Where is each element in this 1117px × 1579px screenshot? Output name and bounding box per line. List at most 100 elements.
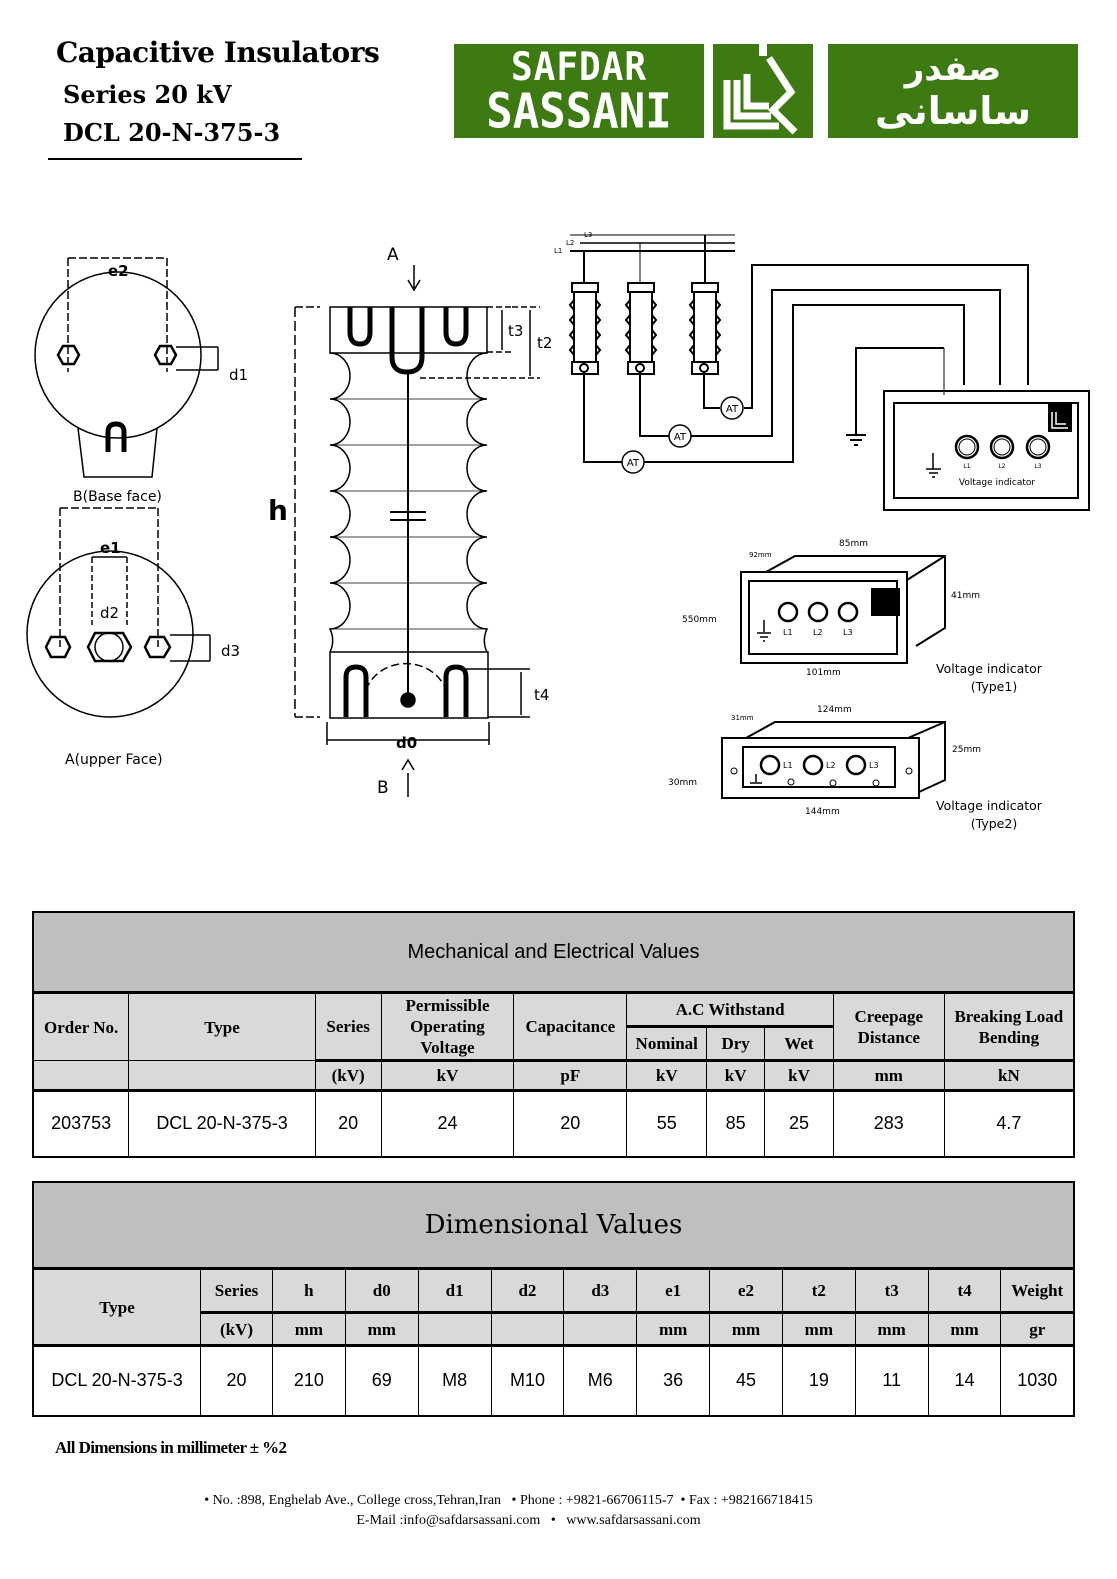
type1-dim-depth: 92mm — [749, 551, 772, 559]
type1-dim-left: 550mm — [682, 615, 717, 625]
unit-breaking: kN — [943, 1059, 1075, 1091]
dcell-d1: M8 — [417, 1344, 492, 1416]
dim-h: h — [268, 494, 288, 527]
doc-series: Series 20 kV — [63, 80, 232, 109]
insulator-l2 — [624, 282, 658, 375]
dimensional-table: Dimensional Values Type Series h d0 d1 d… — [32, 1181, 1075, 1417]
unit-nominal: kV — [626, 1059, 708, 1091]
tolerance-note: All Dimensions in millimeter ± %2 — [55, 1438, 287, 1457]
dim-d1: d1 — [229, 366, 248, 384]
unit-wet: kV — [764, 1059, 834, 1091]
dcell-d0: 69 — [344, 1344, 419, 1416]
ammeter-l2-label: AT — [674, 432, 687, 443]
footer-phone: Phone : +9821-66706115-7 — [519, 1493, 674, 1508]
unit-pov: kV — [380, 1059, 515, 1091]
cell-breaking: 4.7 — [943, 1089, 1075, 1157]
dcell-t4: 14 — [927, 1344, 1002, 1416]
col-nominal: Nominal — [626, 1026, 708, 1061]
type1-led-l2: L2 — [813, 628, 823, 637]
dcol-t3: t3 — [854, 1268, 929, 1313]
dcol-t2: t2 — [781, 1268, 856, 1313]
dcell-series: 20 — [200, 1344, 273, 1416]
doc-model: DCL 20-N-375-3 — [63, 118, 281, 147]
indicator-label: Voltage indicator — [959, 478, 1036, 488]
indicator-types-drawing: 92mm 85mm 41mm 550mm 101mm L1 L2 L3 31mm… — [668, 539, 1043, 831]
type2-dim-top: 124mm — [817, 705, 852, 715]
table-row: DCL 20-N-375-3 20 210 69 M8 M10 M6 36 45… — [32, 1344, 1075, 1416]
insulator-l3 — [688, 282, 722, 375]
col-creepage: Creepage Distance — [832, 992, 945, 1061]
footer-email[interactable]: E-Mail :info@safdarsassani.com — [356, 1513, 541, 1528]
logo-en-line2: SASSANI — [486, 83, 672, 140]
unit-series: (kV) — [314, 1059, 382, 1091]
dcell-e1: 36 — [636, 1344, 711, 1416]
dcol-d3: d3 — [563, 1268, 638, 1313]
cell-wet: 25 — [764, 1089, 834, 1157]
dim-t3: t3 — [508, 322, 523, 340]
footer-line2: E-Mail :info@safdarsassani.com • www.saf… — [356, 1513, 701, 1528]
dim-t4: t4 — [534, 686, 549, 704]
dunit-series: (kV) — [200, 1311, 273, 1346]
col-ac-withstand: A.C Withstand — [626, 992, 834, 1028]
dim-e1: e1 — [100, 539, 121, 557]
dunit-t3: mm — [854, 1311, 929, 1346]
cell-capacitance: 20 — [513, 1089, 628, 1157]
ammeter-l1-label: AT — [627, 458, 640, 469]
dim-table-title: Dimensional Values — [32, 1181, 1075, 1270]
dcol-t4: t4 — [927, 1268, 1002, 1313]
footer-fax: Fax : +982166718415 — [688, 1493, 813, 1508]
type2-caption-1: Voltage indicator — [936, 798, 1043, 813]
cell-pov: 24 — [380, 1089, 515, 1157]
indicator-type2 — [721, 721, 946, 799]
line-l3-label: L3 — [584, 231, 592, 239]
logo-mark-icon — [713, 44, 813, 138]
title-underline — [48, 158, 302, 160]
type1-led-l3: L3 — [843, 628, 853, 637]
footer-website[interactable]: www.safdarsassani.com — [566, 1513, 701, 1528]
col-dry: Dry — [706, 1026, 766, 1061]
base-face-view — [34, 257, 219, 478]
dcell-t2: 19 — [781, 1344, 856, 1416]
type2-dim-depth: 31mm — [731, 714, 754, 722]
col-pov: Permissible Operating Voltage — [380, 992, 515, 1061]
dunit-d0: mm — [344, 1311, 419, 1346]
footer-line1: • No. :898, Enghelab Ave., College cross… — [204, 1493, 813, 1508]
led-l2-label: L2 — [998, 463, 1005, 470]
dcell-d3: M6 — [563, 1344, 638, 1416]
dunit-e2: mm — [709, 1311, 783, 1346]
mech-table-title: Mechanical and Electrical Values — [32, 911, 1075, 994]
dcell-type: DCL 20-N-375-3 — [32, 1344, 202, 1416]
type2-led-l1: L1 — [783, 761, 793, 770]
type1-dim-right: 41mm — [951, 591, 980, 601]
dcell-d2: M10 — [490, 1344, 565, 1416]
doc-title: Capacitive Insulators — [56, 36, 380, 69]
cell-dry: 85 — [706, 1089, 766, 1157]
type2-led-l3: L3 — [869, 761, 879, 770]
dcell-t3: 11 — [854, 1344, 929, 1416]
type1-caption-2: (Type1) — [971, 679, 1017, 694]
type2-led-l2: L2 — [826, 761, 836, 770]
insulator-drawing: e2 d1 B(Base face) e1 d2 d3 A(upper Face… — [26, 245, 552, 798]
dunit-d1 — [417, 1311, 492, 1346]
cell-nominal: 55 — [626, 1089, 708, 1157]
dim-d3: d3 — [221, 642, 240, 660]
dunit-weight: gr — [1000, 1311, 1075, 1346]
dcol-weight: Weight — [1000, 1268, 1075, 1313]
unit-type — [128, 1060, 316, 1091]
dim-d0: d0 — [396, 734, 417, 752]
insulator-l1 — [568, 282, 602, 375]
wiring-diagram: L1 L2 L3 AT AT AT L1 L2 L3 Voltage indic… — [554, 231, 1090, 511]
dim-e2: e2 — [108, 262, 129, 280]
col-order-no: Order No. — [32, 992, 130, 1061]
logo-english: SAFDAR SASSANI — [454, 44, 704, 138]
dcol-e1: e1 — [636, 1268, 711, 1313]
dunit-d3 — [563, 1311, 638, 1346]
base-face-label: B(Base face) — [73, 489, 162, 505]
type2-dim-bottom: 144mm — [805, 807, 840, 817]
logo-persian: صفدر ساسانی — [828, 44, 1078, 138]
dcol-type: Type — [32, 1268, 202, 1346]
insulator-side-view — [294, 265, 540, 797]
indicator-type1 — [740, 555, 946, 664]
line-l2-label: L2 — [566, 239, 574, 247]
logo-en-line1: SAFDAR — [510, 44, 648, 90]
